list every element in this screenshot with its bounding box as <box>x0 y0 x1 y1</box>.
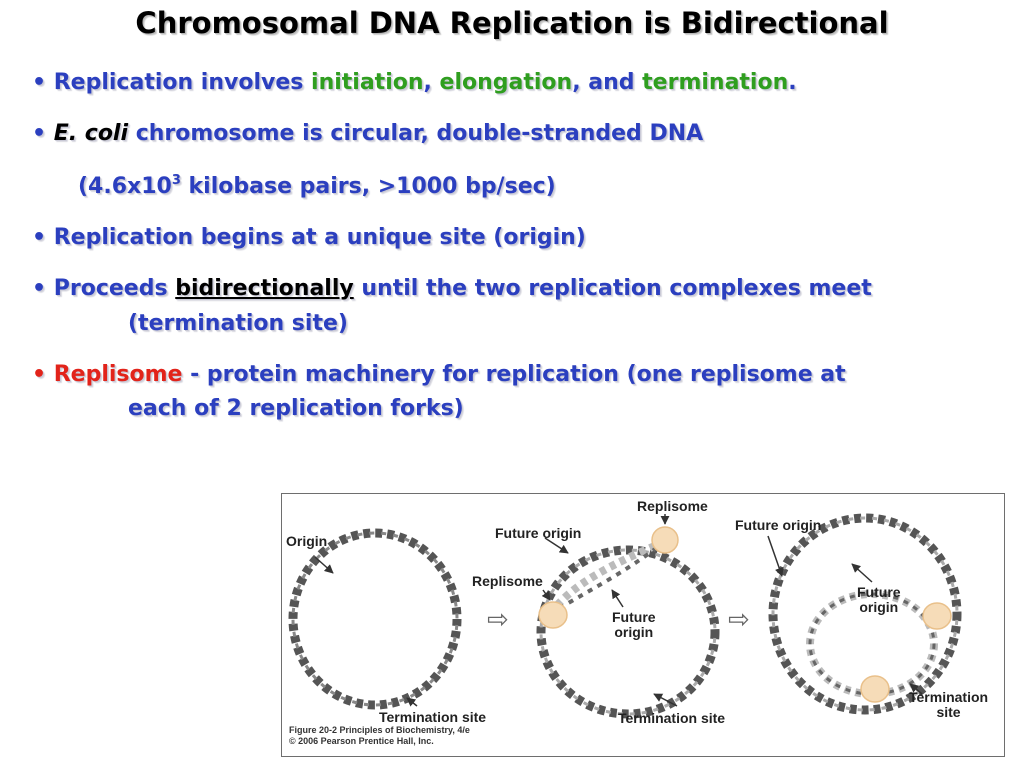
bullet-text: chromosome is circular, double-stranded … <box>128 121 704 146</box>
replisome-right-lower <box>860 675 890 703</box>
figure-caption: Figure 20-2 Principles of Biochemistry, … <box>289 725 470 747</box>
label-termination-site-1: Termination site <box>379 709 487 725</box>
bullet-mark: • <box>32 362 47 387</box>
genome-size-pre: (4.6x10 <box>78 174 172 199</box>
label-future-origin-top: Future origin <box>495 525 582 541</box>
period: . <box>788 70 797 95</box>
bullet-text: - protein machinery for replication (one… <box>182 362 846 387</box>
label-line: Future <box>612 609 656 625</box>
term-bidirectionally: bidirectionally <box>175 276 354 301</box>
bullet-mark: • <box>32 276 47 301</box>
bullet-text: until the two replication complexes meet <box>353 276 872 301</box>
bullet-replisome: • Replisome - protein machinery for repl… <box>32 362 846 387</box>
term-initiation: initiation <box>311 70 424 95</box>
genome-size-exponent: 3 <box>171 173 181 188</box>
bullet-text: Replication begins at a unique site (ori… <box>53 225 586 250</box>
bullet-mark: • <box>32 225 47 250</box>
label-future-origin-right-inner: Future origin <box>857 585 901 615</box>
replisome-right-upper <box>922 602 952 630</box>
bullet-genome-size: (4.6x103 kilobase pairs, >1000 bp/sec) <box>78 173 556 199</box>
process-arrow-1: ⇨ <box>487 605 509 635</box>
bullet-replication-phases: • Replication involves initiation, elong… <box>32 70 797 95</box>
bullet-replisome-continued: each of 2 replication forks) <box>128 396 464 421</box>
replication-diagram: ⇨ ⇨ <box>288 513 962 719</box>
replisome-top <box>651 526 679 554</box>
caption-line-1: Figure 20-2 Principles of Biochemistry, … <box>289 725 470 735</box>
replisome-left <box>538 601 568 629</box>
term-termination: termination <box>642 70 789 95</box>
label-replisome-top: Replisome <box>637 498 708 514</box>
term-ecoli: E. coli <box>53 121 129 146</box>
bullet-mark: • <box>32 121 47 146</box>
label-replisome-left: Replisome <box>472 573 543 589</box>
term-elongation: elongation <box>439 70 573 95</box>
replication-figure: ⇨ ⇨ Origin Termination site Futu <box>281 493 1005 757</box>
label-future-origin-inner: Future origin <box>612 610 656 640</box>
bullet-text: Proceeds <box>53 276 176 301</box>
label-termination-site-2: Termination site <box>618 710 726 726</box>
label-line: Future <box>857 584 901 600</box>
label-termination-site-3: Termination site <box>909 690 988 720</box>
process-arrow-2: ⇨ <box>728 605 750 635</box>
slide-title: Chromosomal DNA Replication is Bidirecti… <box>135 6 889 40</box>
term-replisome: Replisome <box>53 362 183 387</box>
bullet-mark: • <box>32 70 47 95</box>
genome-size-post: kilobase pairs, >1000 bp/sec) <box>180 174 556 199</box>
bullet-bidirectional-continued: (termination site) <box>128 311 348 336</box>
bullet-bidirectional: • Proceeds bidirectionally until the two… <box>32 276 872 301</box>
label-line: site <box>936 704 961 720</box>
bullet-unique-origin: • Replication begins at a unique site (o… <box>32 225 586 250</box>
bullet-ecoli-chromosome: • E. coli chromosome is circular, double… <box>32 121 703 146</box>
label-future-origin-right: Future origin <box>735 517 822 533</box>
label-line: origin <box>614 624 654 640</box>
label-line: Termination <box>909 689 989 705</box>
separator: , and <box>572 70 643 95</box>
label-line: origin <box>859 599 899 615</box>
caption-line-2: © 2006 Pearson Prentice Hall, Inc. <box>289 736 434 746</box>
separator: , <box>423 70 440 95</box>
parent-chromosome <box>288 528 462 710</box>
label-origin: Origin <box>286 533 328 549</box>
bullet-text: Replication involves <box>53 70 312 95</box>
